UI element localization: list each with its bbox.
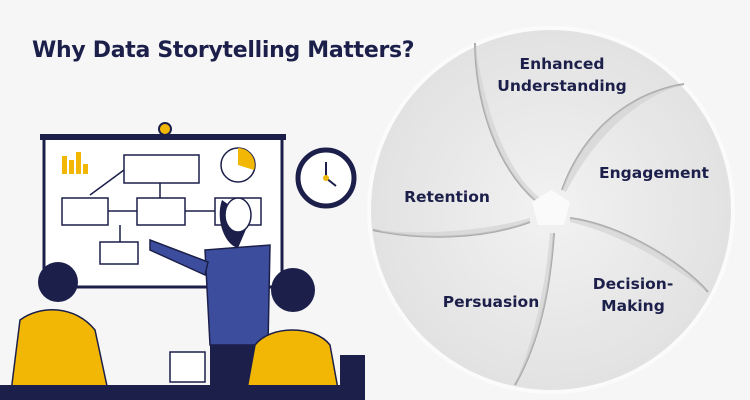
audience-figure-left	[9, 262, 111, 400]
page-title: Why Data Storytelling Matters?	[32, 38, 415, 63]
segment-enhanced-understanding: Enhanced Understanding	[497, 53, 627, 97]
segment-label: Retention	[404, 188, 490, 206]
segment-label: Decision-	[592, 275, 674, 293]
chair	[340, 355, 365, 400]
segment-label: Making	[601, 297, 665, 315]
segment-label: Persuasion	[442, 293, 540, 311]
center-pentagon	[532, 190, 570, 225]
pinwheel-diagram	[367, 26, 735, 394]
segment-retention: Retention	[404, 186, 490, 208]
clock-icon	[295, 147, 357, 209]
segment-decision-making: Decision- Making	[593, 273, 674, 317]
table	[0, 385, 365, 400]
segment-persuasion: Persuasion	[443, 291, 539, 313]
segment-label: Understanding	[497, 77, 627, 95]
segment-label: Enhanced	[519, 55, 605, 73]
segment-label: Engagement	[599, 164, 709, 182]
audience-figure-right	[169, 268, 341, 400]
segment-engagement: Engagement	[599, 162, 709, 184]
